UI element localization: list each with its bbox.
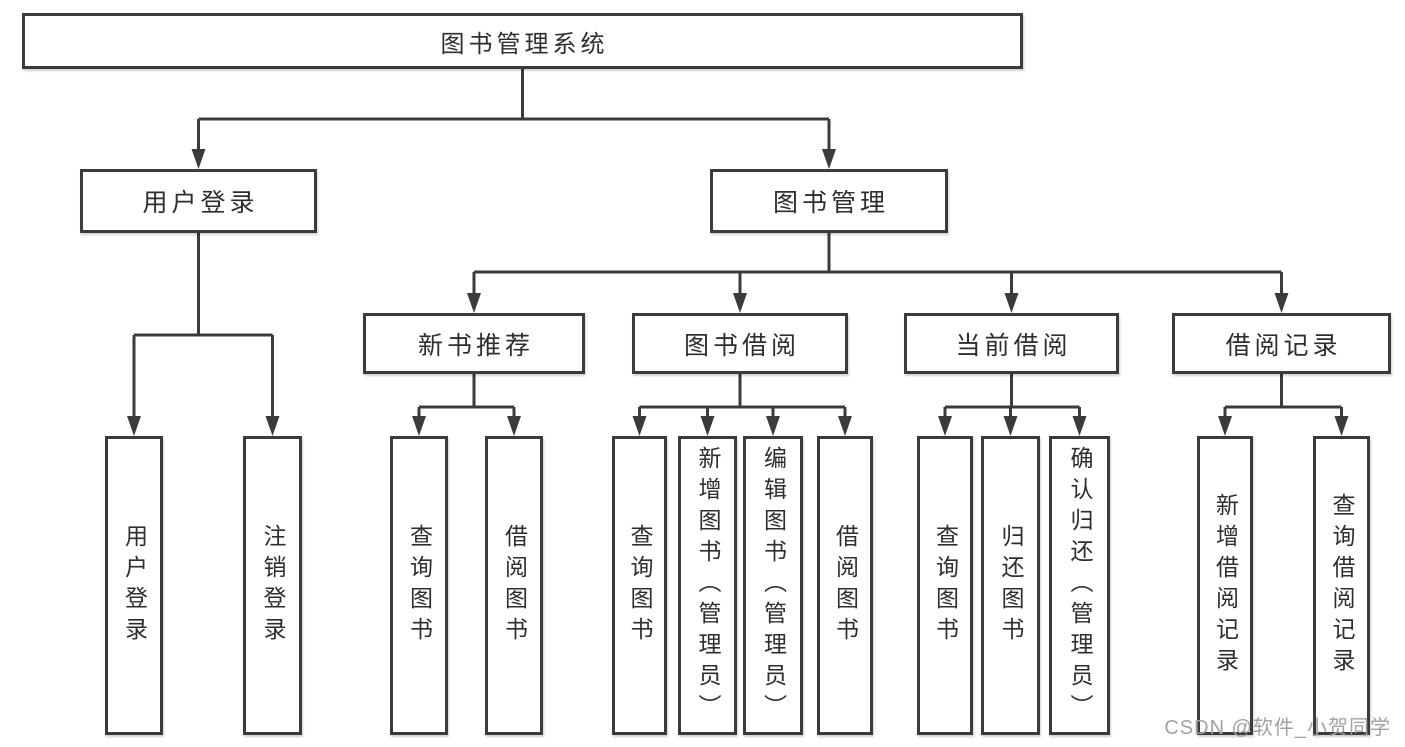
node-root-label: 图书管理系统	[440, 30, 609, 58]
leaf-logout-label: 注销登录	[260, 523, 286, 648]
leaf-query-books-recommend: 查询图书	[390, 436, 448, 735]
arrow-down-icon	[700, 416, 715, 436]
leaf-add-book-admin: 新增图书（管理员）	[678, 436, 737, 735]
leaf-add-borrow-record-label: 新增借阅记录	[1212, 492, 1239, 679]
leaf-add-borrow-record: 新增借阅记录	[1197, 436, 1253, 735]
node-borrow-records-label: 借阅记录	[1225, 331, 1342, 360]
arrow-down-icon	[632, 416, 647, 436]
leaf-query-books-recommend-label: 查询图书	[406, 523, 433, 648]
leaf-return-books-label: 归还图书	[998, 523, 1024, 648]
arrow-down-icon	[1218, 416, 1232, 436]
arrow-down-icon	[938, 416, 952, 436]
arrow-down-icon	[1004, 293, 1019, 313]
leaf-query-books-borrow-label: 查询图书	[627, 523, 653, 648]
leaf-edit-book-admin-label: 编辑图书（管理员）	[760, 446, 787, 725]
leaf-query-books-current-label: 查询图书	[932, 523, 959, 648]
node-user-login-label: 用户登录	[142, 189, 259, 217]
leaf-borrow-books: 借阅图书	[817, 436, 873, 735]
leaf-query-books-current: 查询图书	[917, 436, 973, 735]
arrow-down-icon	[467, 293, 481, 313]
arrow-down-icon	[1334, 416, 1349, 436]
connector-root	[197, 69, 831, 149]
leaf-user-login-label: 用户登录	[121, 523, 148, 648]
node-current-borrow-label: 当前借阅	[955, 331, 1072, 360]
node-new-book-recommend-label: 新书推荐	[417, 331, 534, 360]
leaf-query-borrow-record: 查询借阅记录	[1313, 436, 1370, 735]
leaf-borrow-books-recommend: 借阅图书	[485, 436, 543, 735]
arrow-down-icon	[412, 416, 426, 436]
node-book-borrow: 图书借阅	[632, 313, 848, 374]
leaf-edit-book-admin: 编辑图书（管理员）	[743, 436, 803, 735]
arrow-down-icon	[1072, 416, 1087, 436]
connector-new-book-recommend	[417, 374, 516, 416]
leaf-borrow-books-label: 借阅图书	[832, 523, 859, 648]
arrow-down-icon	[1003, 416, 1018, 436]
node-new-book-recommend: 新书推荐	[363, 313, 585, 374]
leaf-return-books: 归还图书	[981, 436, 1040, 735]
arrow-down-icon	[822, 149, 836, 169]
connector-borrow-records	[1223, 374, 1343, 416]
node-book-borrow-label: 图书借阅	[683, 331, 800, 360]
arrow-down-icon	[507, 416, 521, 436]
leaf-confirm-return-admin-label: 确认归还（管理员）	[1067, 446, 1093, 725]
node-book-management: 图书管理	[710, 169, 948, 233]
connector-user-login	[132, 233, 274, 416]
leaf-query-books-borrow: 查询图书	[612, 436, 667, 735]
node-borrow-records: 借阅记录	[1172, 313, 1391, 374]
connector-current-borrow	[943, 374, 1081, 416]
leaf-query-borrow-record-label: 查询借阅记录	[1329, 492, 1355, 679]
leaf-borrow-books-recommend-label: 借阅图书	[501, 523, 528, 648]
node-current-borrow: 当前借阅	[904, 313, 1119, 374]
arrow-down-icon	[191, 149, 206, 169]
leaf-user-login: 用户登录	[105, 436, 163, 735]
connector-book-management	[472, 233, 1283, 293]
node-root: 图书管理系统	[22, 13, 1023, 69]
arrow-down-icon	[127, 416, 141, 436]
arrow-down-icon	[733, 293, 747, 313]
arrow-down-icon	[838, 416, 852, 436]
node-book-management-label: 图书管理	[772, 189, 889, 217]
node-user-login: 用户登录	[80, 169, 317, 233]
watermark-text: CSDN @软件_小贺同学	[1164, 717, 1391, 739]
connector-book-borrow	[638, 374, 847, 416]
leaf-add-book-admin-label: 新增图书（管理员）	[695, 446, 721, 725]
arrow-down-icon	[766, 416, 780, 436]
leaf-confirm-return-admin: 确认归还（管理员）	[1049, 436, 1110, 735]
leaf-logout: 注销登录	[243, 436, 302, 735]
arrow-down-icon	[1274, 293, 1289, 313]
arrow-down-icon	[265, 416, 280, 436]
